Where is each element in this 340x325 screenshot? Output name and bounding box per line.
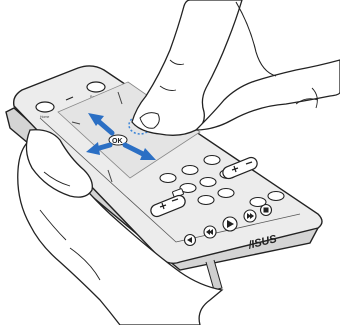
right-hand — [132, 0, 340, 135]
home-button[interactable] — [36, 102, 54, 112]
aux-button[interactable] — [268, 192, 284, 201]
mid-button-3[interactable] — [204, 156, 220, 165]
mid-button-2[interactable] — [182, 166, 198, 175]
mid-button-7[interactable] — [198, 196, 214, 205]
mid-button-5[interactable] — [200, 178, 216, 187]
mid-button-1[interactable] — [160, 174, 176, 183]
home-label: Home — [40, 115, 49, 119]
mid-button-8[interactable] — [218, 189, 234, 198]
power-button[interactable] — [87, 82, 105, 92]
aux-button-2[interactable] — [250, 198, 266, 207]
svg-text:OK: OK — [112, 138, 123, 145]
